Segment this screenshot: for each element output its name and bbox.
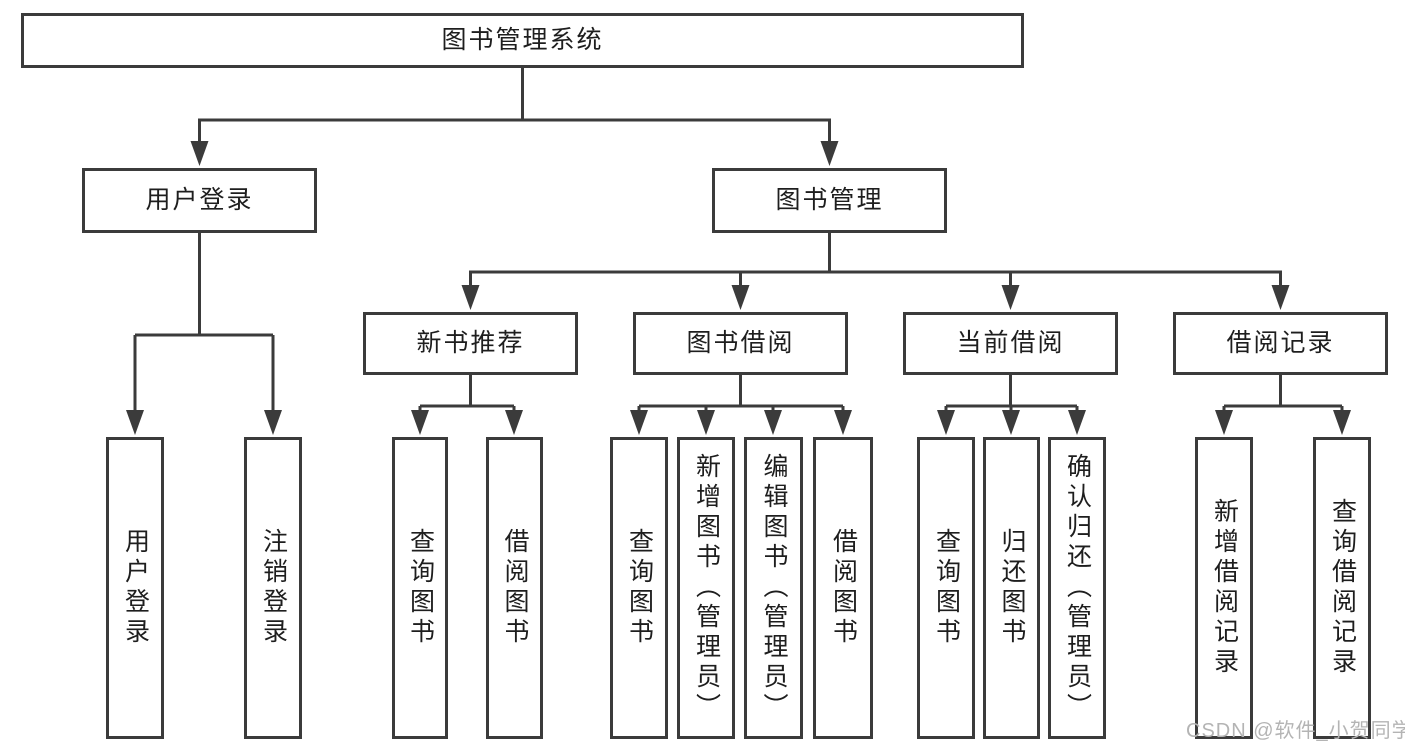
leaf-add-borrow-record-label: 新增借阅记录 [1210,498,1239,678]
leaf-add-book-admin: 新增图书（管理员） [677,437,735,739]
leaf-user-login-label: 用户登录 [121,528,150,648]
leaf-query-borrow-record: 查询借阅记录 [1313,437,1371,739]
leaf-logout: 注销登录 [244,437,302,739]
leaf-return-books: 归还图书 [983,437,1040,739]
node-borrow-records: 借阅记录 [1173,312,1388,375]
leaf-add-book-admin-label: 新增图书（管理员） [692,453,721,723]
leaf-add-borrow-record: 新增借阅记录 [1195,437,1253,739]
node-root-label: 图书管理系统 [441,26,604,54]
leaf-query-books-1-label: 查询图书 [406,528,435,648]
node-user-login: 用户登录 [82,168,317,233]
leaf-confirm-return-admin-label: 确认归还（管理员） [1063,453,1092,723]
arrowheads [126,141,1351,435]
leaf-query-books-3-label: 查询图书 [932,528,961,648]
leaf-confirm-return-admin: 确认归还（管理员） [1048,437,1106,739]
node-new-book-recommend: 新书推荐 [363,312,578,375]
leaf-return-books-label: 归还图书 [998,528,1026,648]
leaf-query-books-1: 查询图书 [392,437,448,739]
node-borrow-records-label: 借阅记录 [1226,329,1335,357]
leaf-edit-book-admin-label: 编辑图书（管理员） [760,453,788,723]
leaf-borrow-books-1-label: 借阅图书 [501,528,529,648]
node-current-borrowing-label: 当前借阅 [956,329,1065,357]
leaf-logout-label: 注销登录 [259,528,288,648]
leaf-borrow-books-1: 借阅图书 [486,437,543,739]
leaf-query-borrow-record-label: 查询借阅记录 [1328,498,1357,678]
leaf-edit-book-admin: 编辑图书（管理员） [744,437,803,739]
node-new-book-recommend-label: 新书推荐 [416,329,525,357]
node-book-management-label: 图书管理 [775,186,884,214]
leaf-borrow-books-2: 借阅图书 [813,437,873,739]
node-user-login-label: 用户登录 [145,186,254,214]
leaf-query-books-2: 查询图书 [610,437,668,739]
node-book-borrowing: 图书借阅 [633,312,848,375]
node-book-management: 图书管理 [712,168,947,233]
leaf-borrow-books-2-label: 借阅图书 [829,528,858,648]
leaf-query-books-2-label: 查询图书 [625,528,654,648]
node-current-borrowing: 当前借阅 [903,312,1118,375]
node-root: 图书管理系统 [21,13,1024,68]
node-book-borrowing-label: 图书借阅 [686,329,795,357]
csdn-watermark: CSDN @软件_小贺同学 [1186,720,1405,742]
leaf-query-books-3: 查询图书 [917,437,975,739]
leaf-user-login: 用户登录 [106,437,164,739]
